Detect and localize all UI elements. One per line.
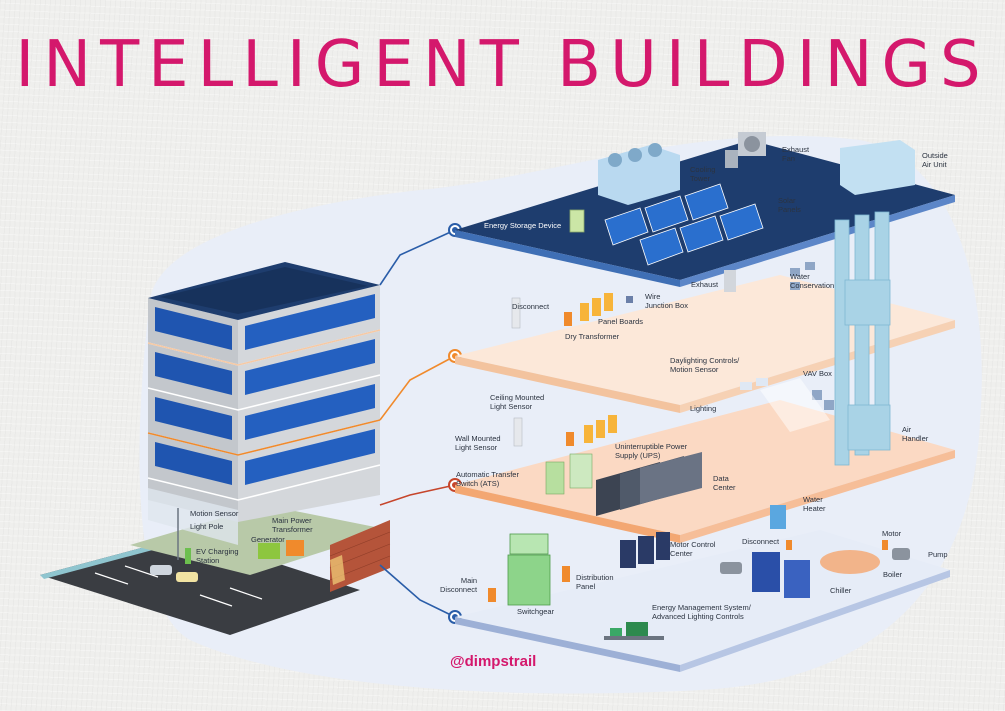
- label-solar-panels: Solar Panels: [778, 196, 801, 214]
- disconnect-top-box: [511, 297, 521, 329]
- label-data-center: Data Center: [713, 474, 736, 492]
- ats-box: [545, 461, 565, 495]
- label-switchgear: Switchgear: [517, 607, 555, 616]
- label-lighting: Lighting: [690, 404, 717, 413]
- label-boiler: Boiler: [883, 570, 903, 579]
- ductwork: [834, 211, 891, 466]
- motor-control-center: [620, 532, 670, 568]
- label-motion-sensor: Motion Sensor: [190, 509, 239, 518]
- label-motor: Motor: [882, 529, 902, 538]
- label-ceiling-sensor: Ceiling Mounted Light Sensor: [490, 393, 545, 411]
- generator-box: [258, 543, 280, 559]
- ems-workstation: [604, 622, 664, 640]
- connectors: [379, 229, 456, 618]
- credit-handle: @dimpstrail: [450, 653, 537, 670]
- label-wall-sensor: Wall Mounted Light Sensor: [455, 434, 501, 452]
- label-energy-storage: Energy Storage Device: [484, 221, 562, 230]
- label-main-power-transformer: Main Power Transformer: [272, 516, 313, 534]
- label-exhaust-fan: Exhaust Fan: [782, 145, 810, 163]
- solar-panels: [604, 183, 764, 266]
- floor-3-equipment: [511, 262, 815, 329]
- label-exhaust: Exhaust: [691, 280, 719, 289]
- ground-floor-equipment: [488, 505, 910, 640]
- label-water-conservation: Water Conservation: [790, 272, 835, 290]
- car-1: [150, 565, 172, 575]
- label-generator: Generator: [251, 535, 285, 544]
- transformer-box: [286, 540, 304, 556]
- label-outside-air-unit: Outside Air Unit: [922, 151, 948, 169]
- label-wire-junction-box: Wire Junction Box: [645, 292, 688, 310]
- floor-2-plate: [455, 400, 955, 543]
- outside-air-unit: [840, 140, 915, 195]
- floor-highlight-orange: [147, 419, 381, 456]
- pump-motor: [892, 548, 910, 560]
- car-2: [176, 572, 198, 582]
- label-disconnect-bottom: Disconnect: [742, 537, 780, 546]
- wire-junction-box: [626, 296, 633, 303]
- energy-storage-device: [569, 209, 585, 233]
- label-panel-boards: Panel Boards: [598, 317, 644, 326]
- label-dry-transformer: Dry Transformer: [565, 332, 620, 341]
- label-ats: Automatic Transfer Switch (ATS): [456, 470, 519, 488]
- dry-transformer: [564, 312, 572, 326]
- roof-equipment: [569, 132, 915, 266]
- page-title: INTELLIGENT BUILDINGS: [15, 28, 990, 102]
- label-ev-charging: EV Charging Station: [196, 547, 239, 565]
- ev-charger: [185, 548, 191, 564]
- label-motor-control: Motor Control Center: [670, 540, 716, 558]
- label-main-disconnect: Main Disconnect: [440, 576, 478, 594]
- exhaust-unit: [724, 270, 736, 292]
- label-ems: Energy Management System/ Advanced Light…: [652, 603, 751, 621]
- label-vav-box: VAV Box: [803, 369, 832, 378]
- label-distribution-panel: Distribution Panel: [576, 573, 614, 591]
- label-light-pole: Light Pole: [190, 522, 224, 531]
- water-heater: [770, 505, 786, 529]
- switchgear-cabinet: [507, 554, 551, 606]
- main-disconnect-box: [488, 588, 496, 602]
- label-ups: Uninterruptible Power Supply (UPS): [615, 442, 688, 460]
- data-center-racks: [596, 452, 702, 516]
- label-pump: Pump: [928, 550, 948, 559]
- light-cone: [760, 378, 830, 432]
- boiler: [820, 550, 880, 574]
- label-daylighting: Daylighting Controls/ Motion Sensor: [670, 356, 740, 374]
- floor-2-equipment: [513, 378, 834, 516]
- distribution-panel-box: [562, 566, 570, 582]
- label-water-heater: Water Heater: [803, 495, 826, 513]
- chiller-unit: [752, 552, 780, 592]
- wall-sensor-box: [513, 417, 523, 447]
- label-cooling-tower: Cooling Tower: [690, 165, 716, 183]
- label-chiller: Chiller: [830, 586, 852, 595]
- motor-small: [720, 562, 742, 574]
- label-disconnect-top: Disconnect: [512, 302, 550, 311]
- label-air-handler: Air Handler: [902, 425, 929, 443]
- building: [130, 262, 391, 592]
